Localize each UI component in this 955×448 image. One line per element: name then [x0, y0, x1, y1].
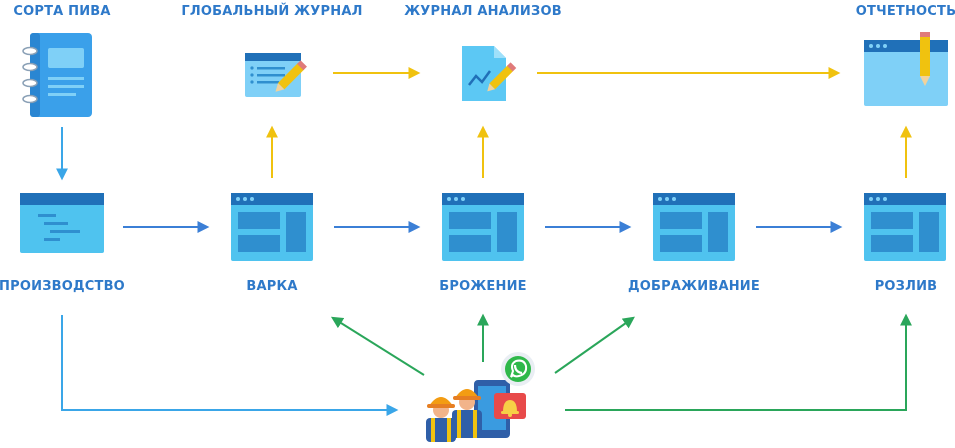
fermentation-window-icon — [442, 193, 524, 261]
bottling-window-icon — [864, 193, 946, 261]
label-beer-varieties: СОРТА ПИВА — [13, 4, 111, 19]
label-maturation: ДОБРАЖИВАНИЕ — [628, 279, 760, 294]
arrow-workers-to-bottling — [565, 313, 912, 411]
production-window-icon — [20, 193, 104, 253]
whatsapp-icon — [501, 352, 535, 386]
report-window-icon — [864, 32, 948, 106]
label-brewing: ВАРКА — [246, 279, 298, 294]
label-production: ПРОИЗВОДСТВО — [0, 279, 125, 294]
maturation-window-icon — [653, 193, 735, 261]
label-analysis-journal: ЖУРНАЛ АНАЛИЗОВ — [404, 4, 562, 19]
notebook-icon — [22, 33, 92, 117]
worker-icon — [426, 397, 456, 442]
worker-icon — [452, 389, 482, 438]
label-global-journal: ГЛОБАЛЬНЫЙ ЖУРНАЛ — [181, 4, 363, 19]
label-fermentation: БРОЖЕНИЕ — [439, 279, 527, 294]
workers-group-icon — [426, 352, 535, 442]
label-reporting: ОТЧЕТНОСТЬ — [855, 4, 955, 19]
arrow-workers-to-brewing — [330, 316, 425, 376]
analysis-document-icon — [462, 46, 517, 101]
arrow-production-to-workers — [61, 315, 399, 416]
journal-edit-icon — [245, 53, 307, 97]
brewing-window-icon — [231, 193, 313, 261]
bell-notification-icon — [494, 393, 526, 419]
label-bottling: РОЗЛИВ — [874, 279, 938, 294]
arrow-workers-to-maturation — [554, 316, 635, 374]
